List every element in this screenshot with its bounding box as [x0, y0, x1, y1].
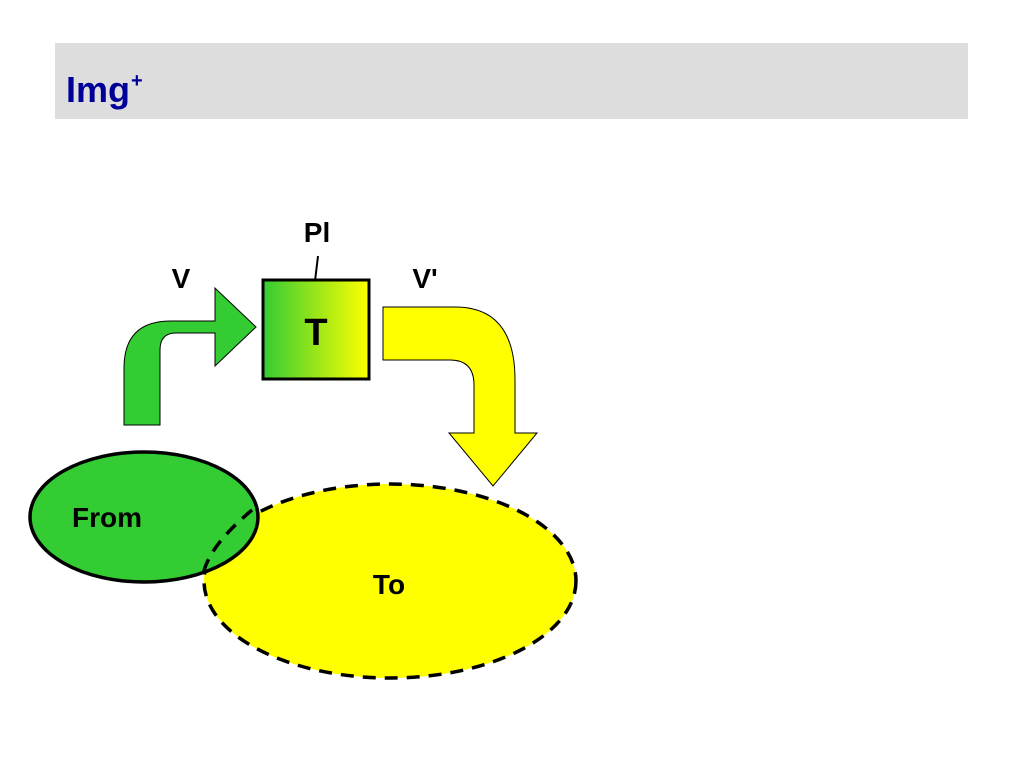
output-label: V' [412, 263, 437, 294]
transform-box [261, 278, 371, 381]
page-title-text: Img [66, 69, 131, 110]
title-bar: Img+ [55, 43, 968, 119]
to-ellipse [202, 482, 578, 680]
from-label: From [72, 502, 142, 533]
input-arrow-body [123, 286, 257, 426]
page-title: Img+ [66, 57, 143, 114]
from-ellipse [28, 450, 260, 584]
parameter-line [314, 255, 319, 282]
to-label: To [373, 569, 405, 600]
to-ellipse-overlap-outline [201, 508, 254, 576]
input-label: V [172, 263, 191, 294]
transform-label: T [304, 312, 327, 354]
output-arrow [382, 306, 539, 487]
page-title-superscript: + [131, 70, 143, 92]
parameter-label: Pl [304, 217, 330, 248]
